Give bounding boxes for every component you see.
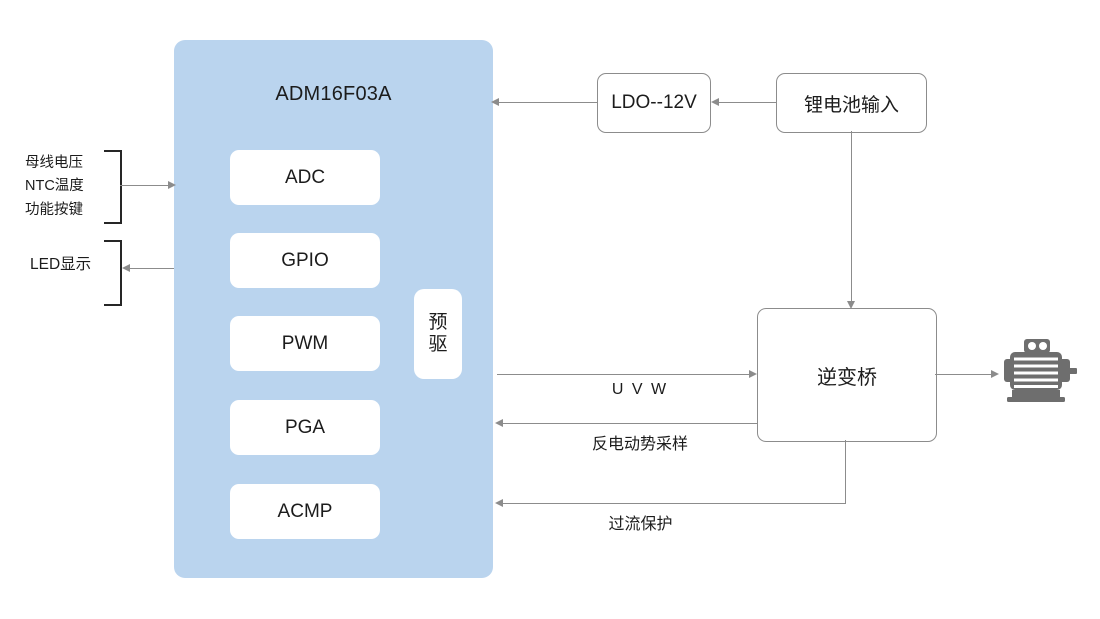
input-bracket xyxy=(104,150,122,224)
input-label-bus-voltage: 母线电压 xyxy=(25,155,83,171)
left-input-labels: 母线电压 NTC温度 功能按键 xyxy=(25,152,84,222)
ocp-horizontal-line xyxy=(501,503,846,504)
inverter-bridge-block[interactable]: 逆变桥 xyxy=(757,308,937,442)
input-arrow-icon xyxy=(168,180,176,189)
mcu-block-adc[interactable]: ADC xyxy=(230,150,380,205)
bemf-line xyxy=(501,423,757,424)
predriver-label-line2: 驱 xyxy=(428,334,448,355)
bridge-to-motor-arrow-icon xyxy=(991,369,999,378)
output-bracket xyxy=(104,240,122,306)
bemf-arrow-icon xyxy=(495,418,503,427)
output-label-led: LED显示 xyxy=(30,256,92,273)
predriver-label-line1: 预 xyxy=(428,311,448,333)
motor-icon xyxy=(1004,339,1077,402)
left-output-label: LED显示 xyxy=(30,252,91,277)
ocp-label: 过流保护 xyxy=(608,516,673,533)
uvw-arrow-icon xyxy=(749,369,757,378)
input-label-ntc-temp: NTC温度 xyxy=(25,178,84,195)
ldo-to-mcu-line xyxy=(497,102,597,103)
ocp-arrow-icon xyxy=(495,498,503,507)
uvw-label: U V W xyxy=(611,381,669,398)
mcu-block-pga[interactable]: PGA xyxy=(230,400,380,455)
bridge-to-motor-line xyxy=(935,374,993,375)
ldo-to-mcu-arrow-icon xyxy=(491,97,499,106)
ldo-block[interactable]: LDO--12V xyxy=(597,73,711,133)
input-label-function-key: 功能按键 xyxy=(25,201,83,218)
output-connector-line xyxy=(128,268,174,269)
bemf-label: 反电动势采样 xyxy=(591,436,688,453)
ocp-vertical-line xyxy=(845,440,846,503)
battery-to-ldo-arrow-icon xyxy=(711,97,719,106)
mcu-title: ADM16F03A xyxy=(275,83,392,105)
mcu-block-pwm[interactable]: PWM xyxy=(230,316,380,371)
uvw-line xyxy=(497,374,751,375)
input-connector-line xyxy=(120,185,174,186)
mcu-block-predriver[interactable]: 预 驱 xyxy=(414,289,462,379)
mcu-block-acmp[interactable]: ACMP xyxy=(230,484,380,539)
battery-to-bridge-arrow-icon xyxy=(846,301,855,309)
battery-to-bridge-line xyxy=(851,131,852,303)
output-arrow-icon xyxy=(122,263,130,272)
battery-input-block[interactable]: 锂电池输入 xyxy=(776,73,927,133)
mcu-block-gpio[interactable]: GPIO xyxy=(230,233,380,288)
battery-to-ldo-line xyxy=(717,102,776,103)
